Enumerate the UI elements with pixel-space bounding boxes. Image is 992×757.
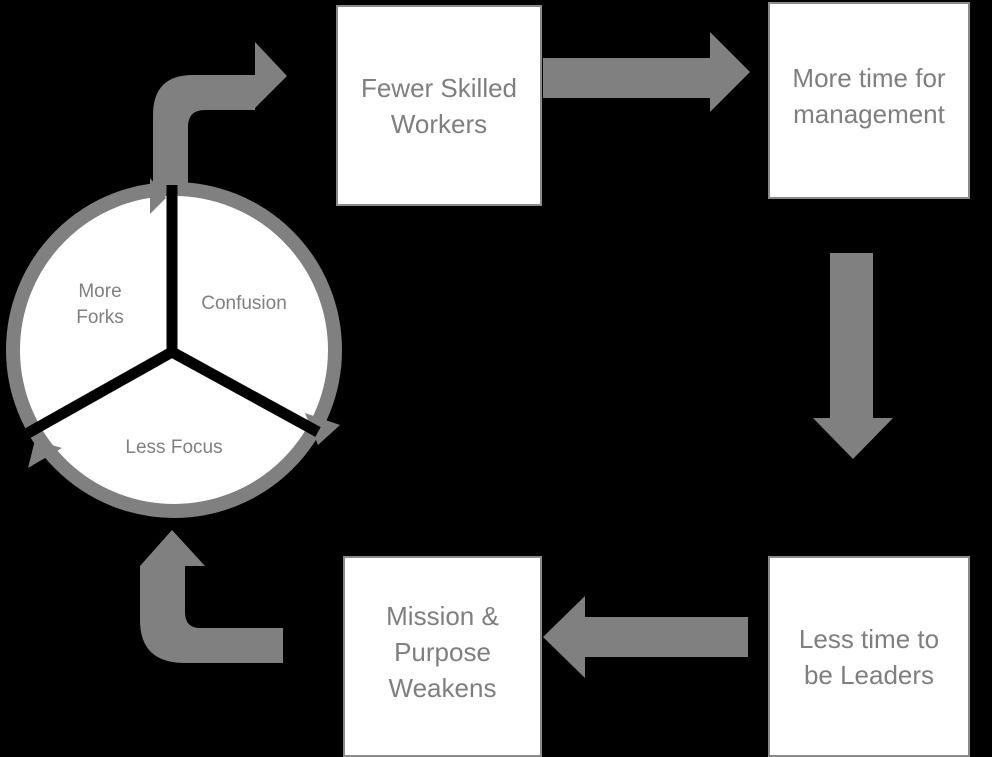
ring-arrowhead-right — [305, 413, 340, 445]
cycle-label-confusion: Confusion — [201, 293, 287, 314]
spoke-right — [169, 347, 321, 437]
cycle-label-more-forks: More Forks — [76, 281, 124, 328]
box-text: Less time to be Leaders — [798, 623, 940, 690]
spoke-left — [25, 347, 175, 438]
box-fewer-skilled-workers: Fewer Skilled Workers — [336, 5, 542, 206]
box-mission-purpose-weakens: Mission & Purpose Weakens — [343, 556, 542, 757]
arrow-right — [543, 32, 750, 112]
arrow-down — [813, 253, 893, 459]
box-more-time-for-management: More time for management — [768, 2, 970, 199]
bent-arrow-left-up — [140, 530, 283, 663]
arrow-left — [543, 596, 748, 678]
box-text: Fewer Skilled Workers — [360, 72, 518, 139]
box-text: More time for management — [792, 62, 946, 129]
cycle-label-less-focus: Less Focus — [125, 437, 223, 458]
ring-arrowhead-left — [28, 440, 62, 468]
ring-arrowhead-top — [150, 178, 166, 214]
box-text: Mission & Purpose Weakens — [386, 600, 499, 703]
box-less-time-to-be-leaders: Less time to be Leaders — [768, 556, 970, 757]
bent-arrow-up-right — [153, 42, 287, 185]
